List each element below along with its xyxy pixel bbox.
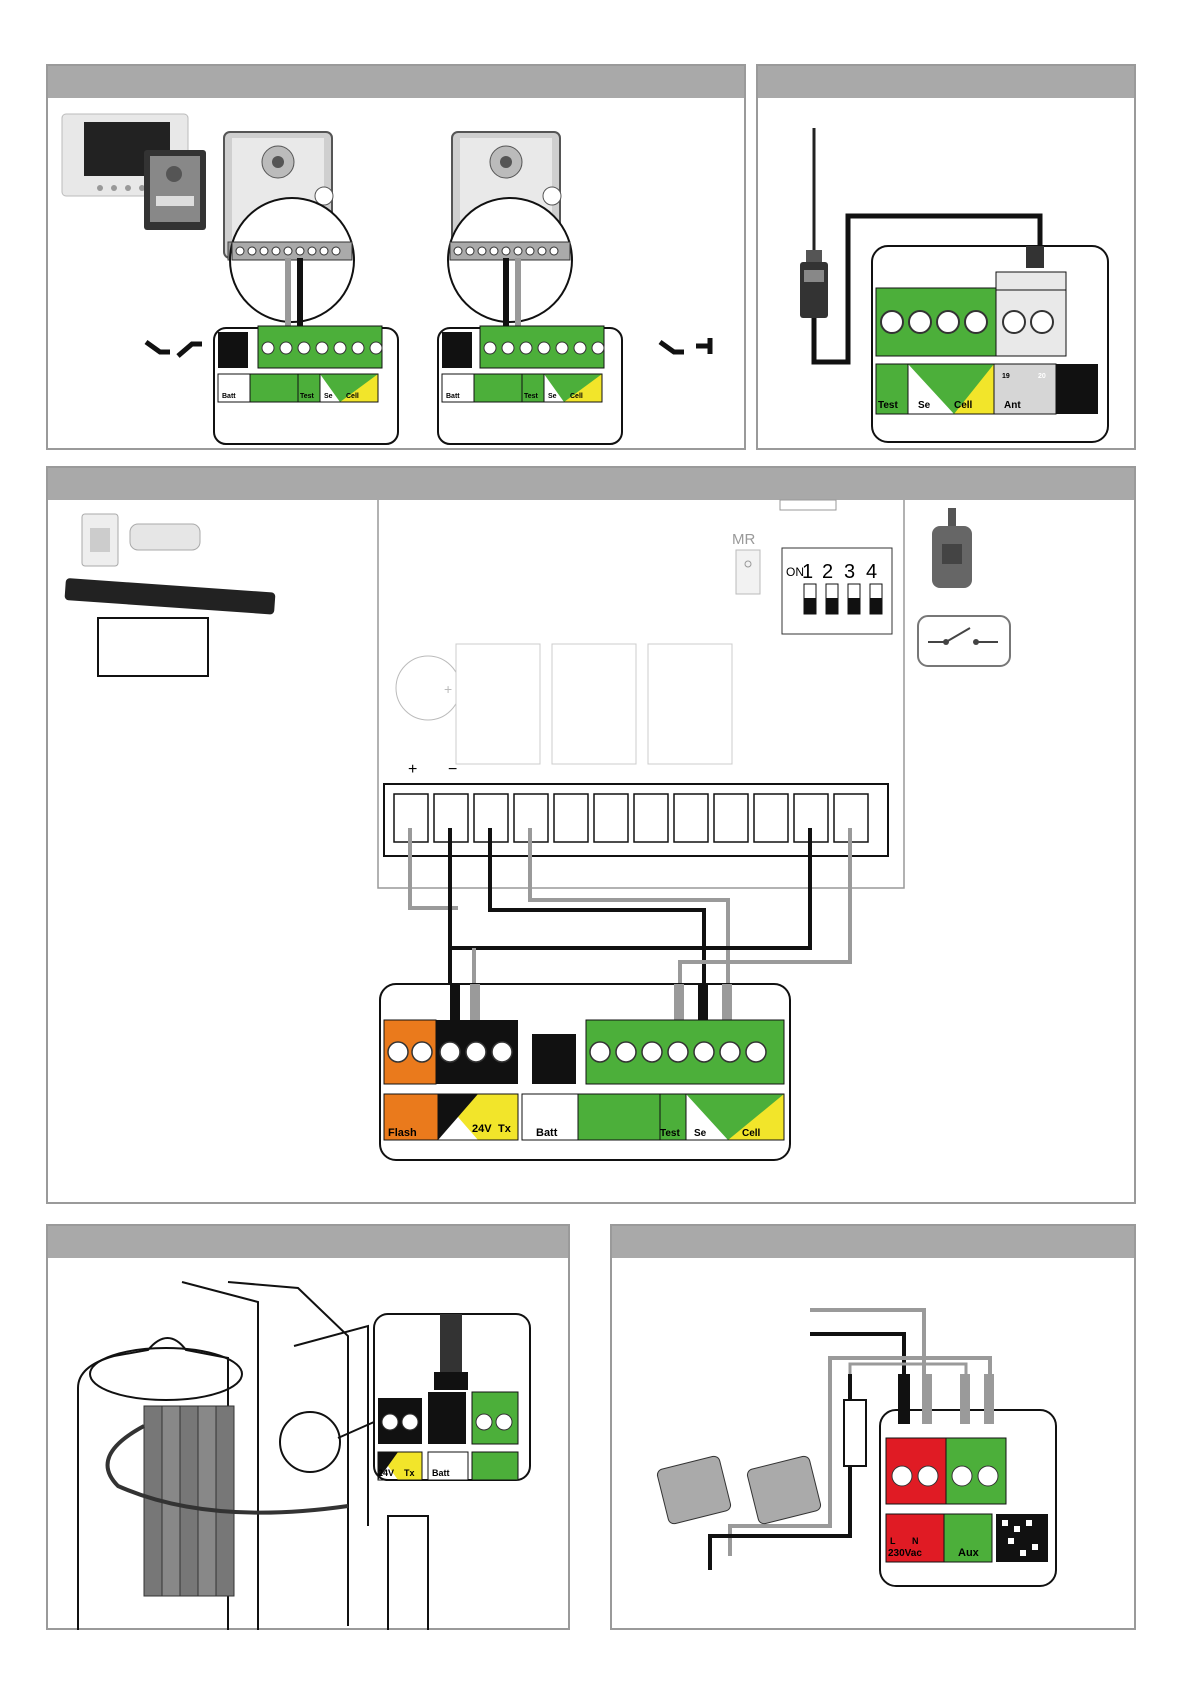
intercom-diagram: Batt Test Se Cell (48, 66, 748, 452)
dip-switch-block: ON 1 2 3 4 (782, 548, 892, 634)
blank-label-box (98, 618, 208, 676)
no-contact-icon (146, 342, 170, 352)
nc-contact-icon (178, 344, 202, 356)
svg-text:Tx: Tx (404, 1468, 415, 1478)
antenna-icon (800, 128, 828, 318)
battery-terminal-block: 24V Tx Batt (374, 1314, 530, 1480)
svg-text:Aux: Aux (958, 1547, 980, 1559)
svg-text:Se: Se (548, 393, 557, 400)
svg-text:19: 19 (1002, 373, 1010, 380)
receiver-diagram: MR ON 1 2 3 4 + + − (48, 468, 1138, 1206)
svg-text:Se: Se (324, 393, 333, 400)
lamp-right-icon (746, 1455, 822, 1525)
svg-text:24V: 24V (472, 1123, 492, 1135)
svg-text:Cell: Cell (346, 393, 359, 400)
svg-text:Batt: Batt (536, 1127, 558, 1139)
svg-text:Test: Test (524, 393, 539, 400)
battery-diagram: 24V Tx Batt (48, 1226, 572, 1632)
svg-text:Batt: Batt (432, 1468, 450, 1478)
no-contact-right-icon (660, 342, 684, 352)
svg-text:−: − (448, 761, 457, 778)
receiver-terminal-strip (384, 784, 888, 856)
svg-text:Se: Se (694, 1128, 707, 1139)
svg-text:+: + (444, 681, 452, 697)
zoom-circle-battery (280, 1412, 340, 1472)
fuse-icon (844, 1400, 866, 1466)
remote-transmitter-icon (932, 508, 972, 588)
svg-text:Cell: Cell (742, 1128, 761, 1139)
panel-antenna-wiring: Test Se Cell Ant 19 20 (756, 64, 1136, 450)
lamp-left-icon (656, 1455, 732, 1525)
antenna-diagram: Test Se Cell Ant 19 20 (758, 66, 1138, 452)
terminal-block-right: Batt Test Se Cell (438, 326, 622, 444)
svg-text:3: 3 (844, 561, 855, 583)
panel-intercom-wiring: Batt Test Se Cell (46, 64, 746, 450)
svg-text:MR: MR (732, 531, 755, 548)
nc-contact-right-icon (696, 338, 710, 354)
svg-text:N: N (912, 1536, 919, 1546)
door-station-photo-icon (144, 150, 206, 230)
aux-terminal-block: L N 230Vac Aux (880, 1374, 1056, 1586)
svg-text:1: 1 (802, 561, 813, 583)
svg-text:Test: Test (878, 400, 898, 411)
svg-text:Cell: Cell (954, 400, 973, 411)
key-switch-icon (918, 616, 1010, 666)
svg-text:2: 2 (822, 561, 833, 583)
svg-text:Tx: Tx (498, 1123, 512, 1135)
svg-text:Se: Se (918, 400, 931, 411)
svg-text:4: 4 (866, 561, 877, 583)
aux-diagram: L N 230Vac Aux (612, 1226, 1138, 1632)
panel-receiver-wiring: MR ON 1 2 3 4 + + − (46, 466, 1136, 1204)
panel-battery-wiring: 24V Tx Batt (46, 1224, 570, 1630)
svg-text:L: L (890, 1536, 896, 1546)
svg-text:Batt: Batt (446, 393, 460, 400)
svg-text:Batt: Batt (222, 393, 236, 400)
panel-aux-wiring: L N 230Vac Aux (610, 1224, 1136, 1630)
svg-text:Test: Test (660, 1128, 680, 1139)
svg-text:230Vac: 230Vac (888, 1548, 922, 1559)
radio-kit-photo-icon (64, 514, 275, 615)
svg-text:Cell: Cell (570, 393, 583, 400)
terminal-block-left: Batt Test Se Cell (214, 326, 398, 444)
svg-text:20: 20 (1038, 373, 1046, 380)
svg-text:+: + (408, 761, 417, 778)
control-unit-terminals: Flash 24V Tx Batt Test Se Cell (380, 984, 790, 1160)
svg-text:Ant: Ant (1004, 400, 1021, 411)
svg-text:Test: Test (300, 393, 315, 400)
svg-text:24V: 24V (378, 1468, 394, 1478)
svg-text:Flash: Flash (388, 1127, 417, 1139)
